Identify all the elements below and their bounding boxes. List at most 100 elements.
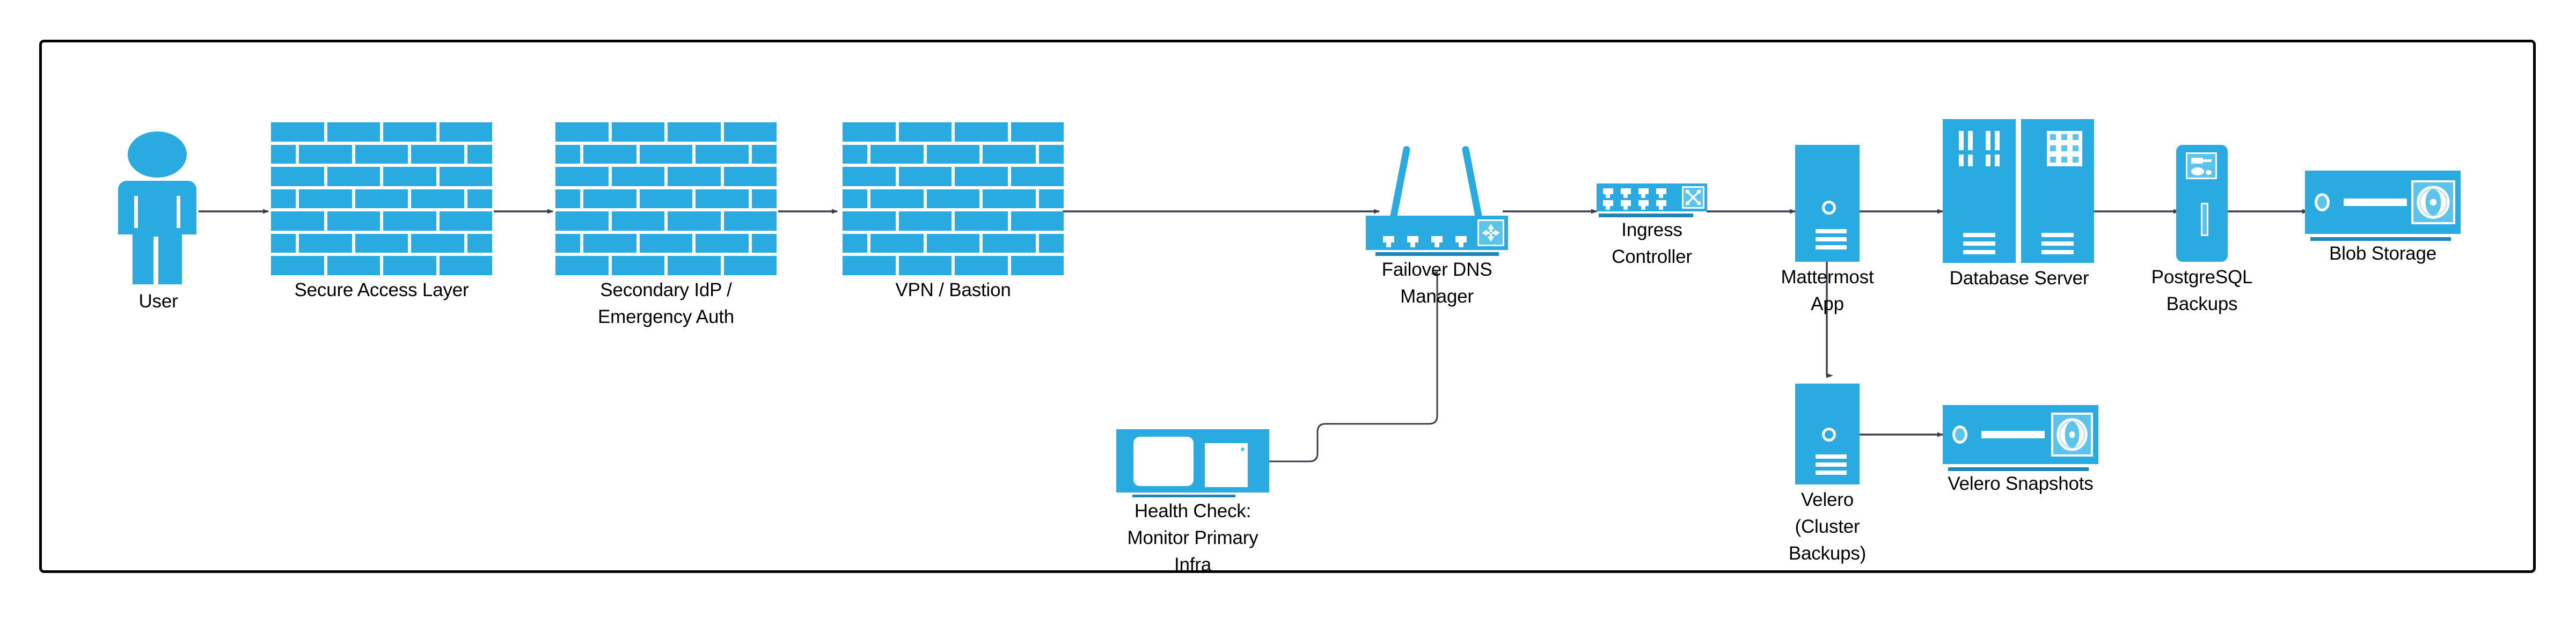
brick-row	[843, 167, 1064, 186]
brick	[555, 189, 581, 209]
node-secondary-idp[interactable]: Secondary IdP / Emergency Auth	[555, 122, 777, 327]
brick	[271, 122, 324, 142]
storage-unit-icon	[1943, 405, 2098, 464]
brick	[955, 122, 1008, 142]
brick-row	[271, 122, 492, 142]
node-label-blob-storage: Blob Storage	[2329, 243, 2436, 264]
brick	[1011, 256, 1064, 275]
brick	[668, 211, 721, 231]
brick	[955, 167, 1008, 186]
node-label-health-check: Health Check: Monitor Primary Infra	[1127, 501, 1258, 575]
brick	[271, 256, 324, 275]
disk-platter-badge-icon	[2051, 413, 2093, 457]
brick	[299, 189, 352, 209]
brick	[870, 144, 924, 164]
brick	[639, 189, 693, 209]
brick	[723, 211, 777, 231]
brick	[271, 189, 296, 209]
brick	[668, 256, 721, 275]
node-vpn-bastion[interactable]: VPN / Bastion	[843, 122, 1064, 300]
brick	[555, 211, 609, 231]
brick	[467, 233, 492, 253]
brick	[843, 144, 868, 164]
brick	[583, 144, 636, 164]
brick	[696, 189, 749, 209]
brick	[355, 144, 408, 164]
brick	[843, 167, 896, 186]
brick	[555, 144, 581, 164]
brick	[383, 256, 436, 275]
brick	[327, 211, 380, 231]
brick	[870, 189, 924, 209]
brick	[723, 167, 777, 186]
node-label-ingress: Ingress Controller	[1612, 219, 1692, 267]
storage-unit-icon	[2305, 171, 2461, 234]
node-velero-snapshots[interactable]: Velero Snapshots	[1943, 405, 2098, 494]
node-user[interactable]: User	[118, 131, 199, 312]
brick	[299, 144, 352, 164]
node-blob-storage[interactable]: Blob Storage	[2305, 171, 2461, 264]
brick-row	[271, 144, 492, 164]
brick	[926, 144, 980, 164]
brick	[955, 211, 1008, 231]
disk-platter-badge-icon	[2411, 180, 2455, 224]
brick	[271, 167, 324, 186]
brick	[843, 122, 896, 142]
brick	[955, 256, 1008, 275]
brick	[439, 122, 492, 142]
node-failover-dns[interactable]: Failover DNS Manager	[1366, 145, 1508, 307]
brick-row	[843, 233, 1064, 253]
node-label-user: User	[138, 291, 178, 312]
brick	[898, 122, 952, 142]
brick	[751, 189, 777, 209]
wireless-router-icon	[1366, 145, 1508, 250]
brick	[271, 233, 296, 253]
node-label-pg-backups: PostgreSQL Backups	[2151, 267, 2253, 314]
brick	[1038, 189, 1064, 209]
switch-crossconnect-badge-icon	[1682, 186, 1704, 209]
brick	[327, 122, 380, 142]
user-icon	[118, 131, 196, 287]
brick	[983, 144, 1036, 164]
node-label-secure-access: Secure Access Layer	[294, 280, 469, 300]
node-database[interactable]: Database Server	[1943, 119, 2096, 289]
brick	[411, 233, 464, 253]
brick	[611, 256, 664, 275]
brick-row	[843, 122, 1064, 142]
node-ingress[interactable]: Ingress Controller	[1597, 183, 1707, 267]
brick-row	[555, 233, 777, 253]
router-direction-badge-icon	[1477, 219, 1504, 246]
brick	[926, 189, 980, 209]
brick	[843, 256, 896, 275]
node-mattermost[interactable]: Mattermost App	[1781, 145, 1874, 314]
brick	[898, 211, 952, 231]
brick	[383, 167, 436, 186]
brick	[898, 167, 952, 186]
brick	[983, 189, 1036, 209]
brick	[1038, 144, 1064, 164]
database-rack-icon	[1943, 119, 2096, 263]
brick	[723, 256, 777, 275]
brick	[1011, 122, 1064, 142]
brick	[467, 144, 492, 164]
node-underline	[2310, 237, 2451, 241]
brick	[611, 211, 664, 231]
brick	[383, 122, 436, 142]
node-label-failover-dns: Failover DNS Manager	[1381, 259, 1492, 307]
brick	[1038, 233, 1064, 253]
brick-row	[555, 167, 777, 186]
brick	[439, 256, 492, 275]
brick	[299, 233, 352, 253]
brick	[411, 144, 464, 164]
brick	[467, 189, 492, 209]
brick-row	[555, 122, 777, 142]
node-underline	[1375, 252, 1499, 256]
brick-row	[271, 233, 492, 253]
brick	[411, 189, 464, 209]
node-pg-backups[interactable]: PostgreSQL Backups	[2151, 145, 2253, 314]
brick	[668, 167, 721, 186]
node-velero[interactable]: Velero (Cluster Backups)	[1789, 384, 1866, 564]
brick-row	[271, 167, 492, 186]
node-health-check[interactable]: Health Check: Monitor Primary Infra	[1116, 429, 1269, 575]
node-secure-access[interactable]: Secure Access Layer	[271, 122, 492, 300]
